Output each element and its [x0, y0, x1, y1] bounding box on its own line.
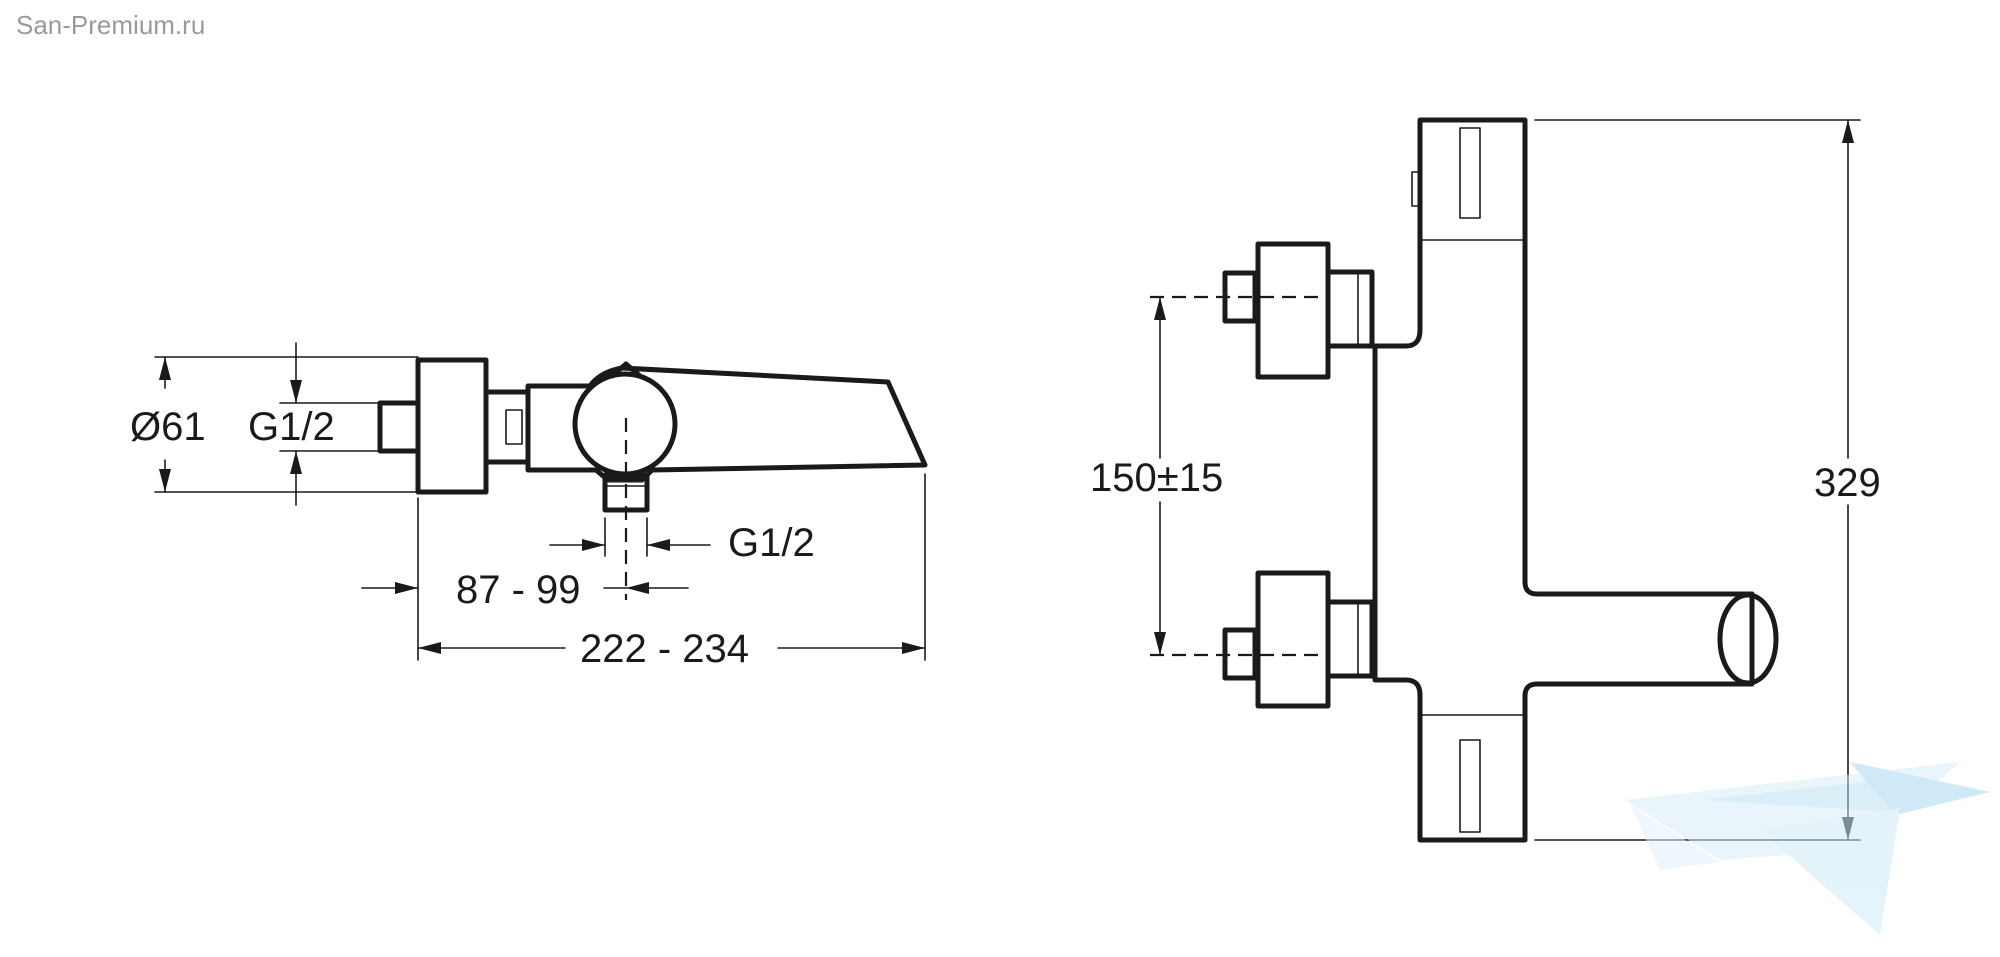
total-length-label: 222 - 234 [580, 627, 749, 671]
inlet-stub [377, 400, 421, 454]
watermark-text: San-Premium.ru [16, 10, 205, 40]
thermostat-body [1372, 117, 1755, 843]
lower-inlet-escutcheon [1255, 570, 1331, 709]
diameter-label: Ø61 [130, 405, 206, 449]
connection-spacing-label: 150±15 [1090, 456, 1223, 500]
dial-nub [609, 361, 643, 379]
thread-left-label: G1/2 [248, 405, 335, 449]
temp-knob-indicator [1459, 127, 1481, 219]
flow-knob-indicator [1459, 739, 1481, 833]
wall-escutcheon [415, 357, 489, 495]
offset-range-label: 87 - 99 [456, 568, 581, 612]
side-view: Ø61 G1/2 G1/2 87 - 99 222 - 234 [130, 342, 928, 671]
spout-body [525, 365, 928, 483]
upper-inlet-escutcheon [1255, 241, 1331, 380]
spout-opening [1717, 592, 1779, 686]
height-label: 329 [1814, 461, 1881, 505]
front-view: 150±15 329 [1090, 117, 1881, 843]
thread-bottom-label: G1/2 [728, 521, 815, 565]
boat-logo-icon [1625, 762, 1990, 935]
connector-detail [505, 409, 523, 445]
